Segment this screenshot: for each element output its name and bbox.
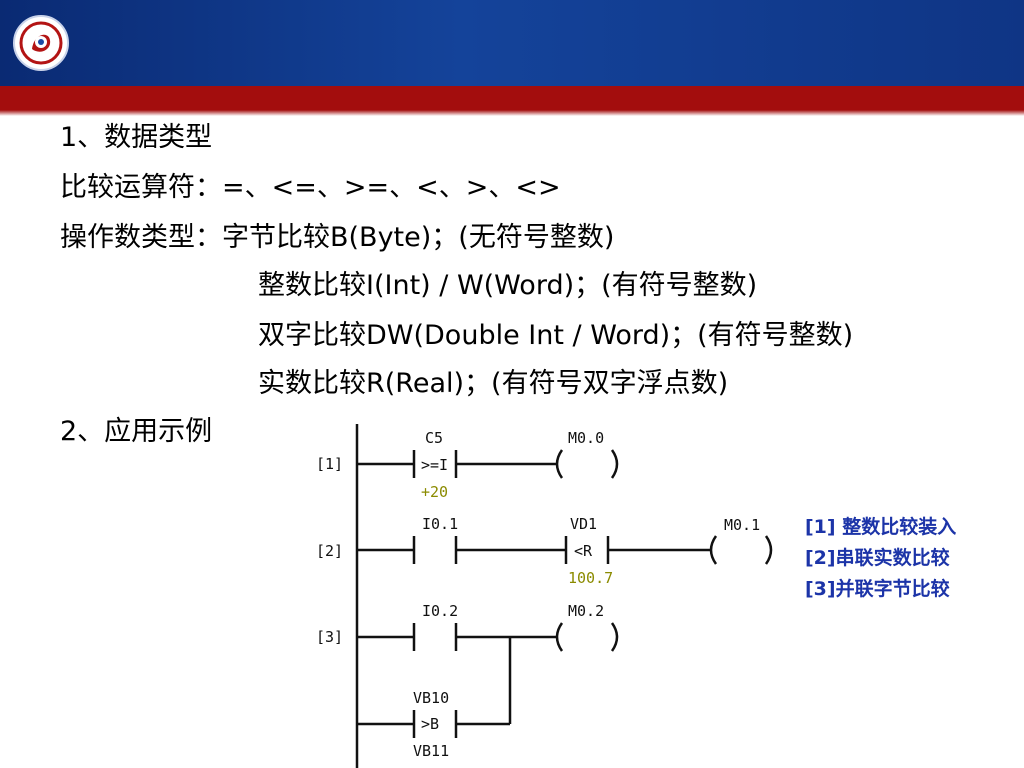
real-compare-line: 实数比较R(Real)；(有符号双字浮点数) <box>258 368 729 399</box>
ladder-diagram: [1] C5 >=I +20 M0.0 [2] I0.1 VD1 <R 100.… <box>316 424 640 768</box>
rung-1-contact: C5 <box>425 429 443 447</box>
rung-2-value: 100.7 <box>568 569 613 587</box>
rung-1-coil: M0.0 <box>568 429 604 447</box>
rung-2-coil: M0.1 <box>724 516 760 534</box>
rung-3-compare-bottom: VB11 <box>413 742 449 760</box>
rung-3-contact: I0.2 <box>422 602 458 620</box>
int-compare-line: 整数比较I(Int) / W(Word)；(有符号整数) <box>258 270 758 301</box>
operators-line: 比较运算符：=、<=、>=、<、>、<> <box>60 172 561 203</box>
rung-1-compare: >=I <box>421 456 448 474</box>
rung-1-label: [1] <box>316 455 343 473</box>
header-band <box>0 0 1024 86</box>
heading-2: 2、应用示例 <box>60 416 213 447</box>
rung-1-value: +20 <box>421 483 448 501</box>
rung-2-compare-var: VD1 <box>570 515 597 533</box>
rung-3-compare: >B <box>421 715 439 733</box>
rung-3-compare-top: VB10 <box>413 689 449 707</box>
note-2: [2]串联实数比较 <box>805 547 950 569</box>
note-3: [3]并联字节比较 <box>805 578 950 600</box>
note-1: [1] 整数比较装入 <box>805 516 957 538</box>
header-red-stripe <box>0 86 1024 116</box>
rung-2-compare: <R <box>574 542 593 560</box>
dint-compare-line: 双字比较DW(Double Int / Word)；(有符号整数) <box>258 320 854 351</box>
notes-block: [1] 整数比较装入 [2]串联实数比较 [3]并联字节比较 <box>805 512 956 605</box>
rung-3-label: [3] <box>316 628 343 646</box>
rung-2-coil-graphic: M0.1 <box>640 516 773 565</box>
rung-2-label: [2] <box>316 542 343 560</box>
university-logo-icon <box>13 15 69 71</box>
heading-1: 1、数据类型 <box>60 122 213 153</box>
operand-type-line: 操作数类型：字节比较B(Byte)；(无符号整数) <box>60 222 615 253</box>
rung-2-contact: I0.1 <box>422 515 458 533</box>
rung-3-coil: M0.2 <box>568 602 604 620</box>
